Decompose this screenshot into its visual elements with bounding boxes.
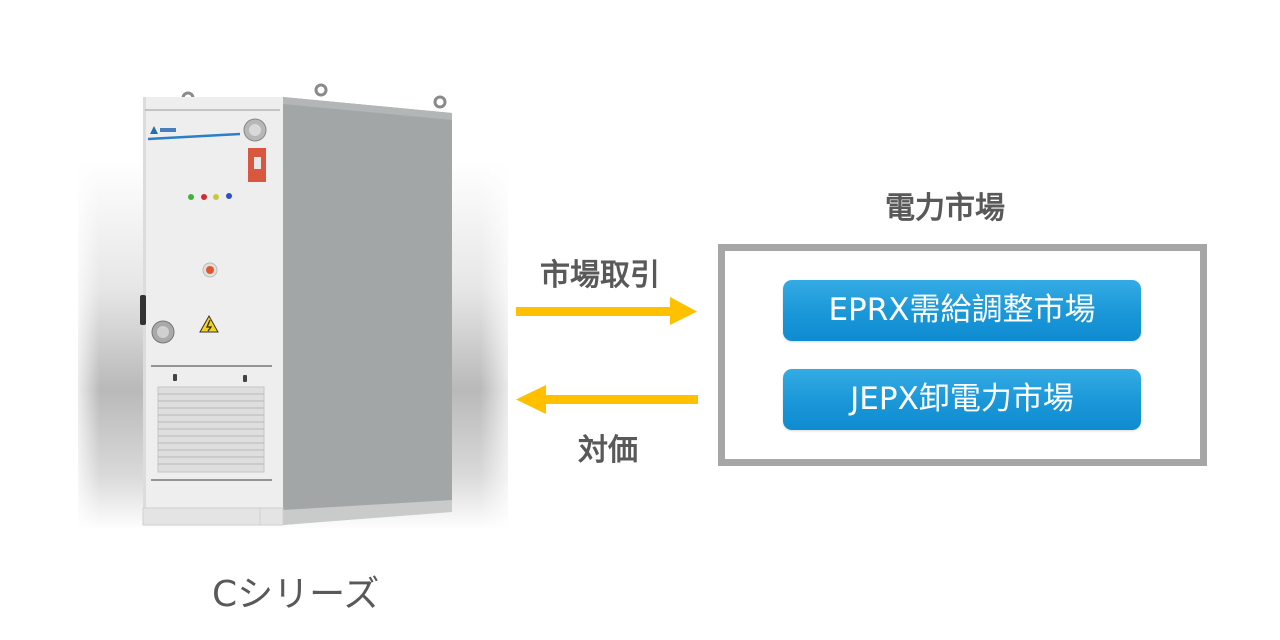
arrow-right-icon — [516, 297, 697, 325]
photo-fade-right — [480, 150, 520, 540]
jepx-market-item: JEPX卸電力市場 — [783, 369, 1141, 430]
market-trade-label: 市場取引 — [540, 258, 660, 293]
flow-arrows — [516, 297, 698, 414]
battery-cabinet-image — [140, 83, 452, 526]
power-market-box — [718, 244, 1207, 466]
arrow-left-icon — [516, 385, 698, 414]
eprx-market-item: EPRX需給調整市場 — [783, 280, 1141, 341]
product-caption: Cシリーズ — [212, 574, 380, 615]
power-market-title: 電力市場 — [885, 191, 1005, 226]
compensation-label: 対価 — [578, 433, 638, 468]
photo-fade-left — [70, 150, 100, 540]
